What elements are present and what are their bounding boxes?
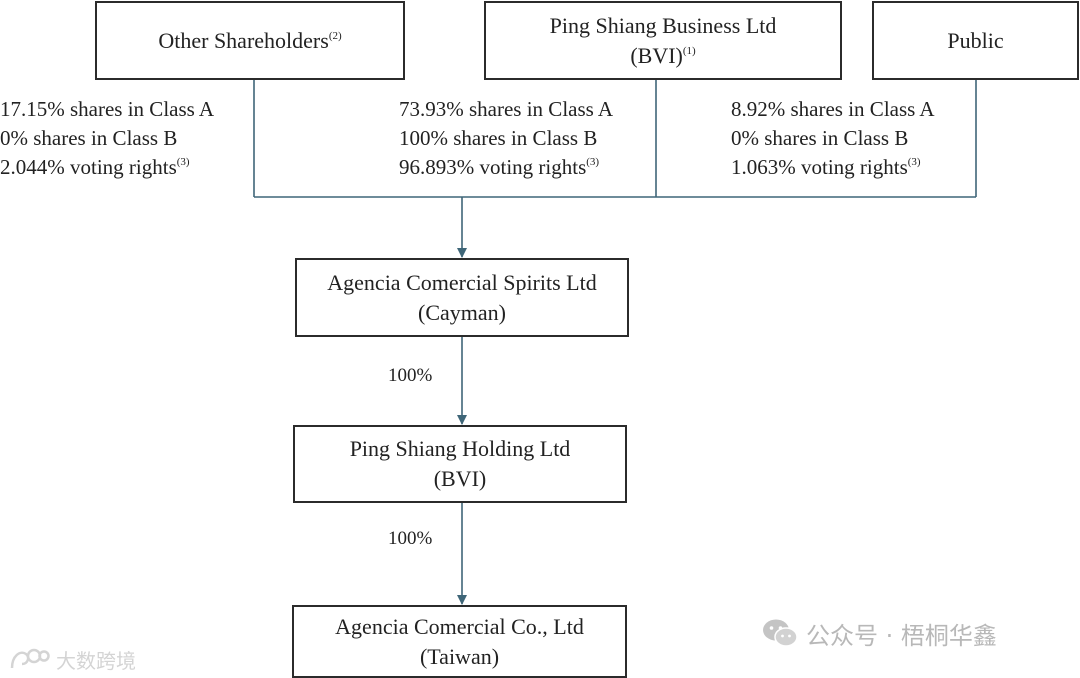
public-box: Public (872, 1, 1079, 80)
ownership-percent-holding: 100% (388, 365, 433, 386)
footnote-ref: (2) (328, 29, 342, 42)
ping-shiang-business-title: Ping Shiang Business Ltd (549, 12, 777, 38)
other-shareholders-holding: 17.15% shares in Class A 0% shares in Cl… (0, 95, 214, 182)
class-a-share: 17.15% shares in Class A (0, 97, 215, 121)
other-shareholders-box: Other Shareholders(2) (95, 1, 405, 80)
agencia-co-title: Agencia Comercial Co., Ltd (335, 613, 584, 639)
voting-rights: 1.063% voting rights(3) (731, 155, 921, 179)
ping-shiang-holding-title: Ping Shiang Holding Ltd (349, 436, 571, 461)
voting-rights: 96.893% voting rights(3) (399, 155, 600, 179)
wechat-watermark: 公众号 · 梧桐华鑫 (762, 616, 997, 650)
class-b-share: 100% shares in Class B (399, 126, 598, 150)
wechat-icon (763, 619, 798, 647)
ping-shiang-business-holding: 73.93% shares in Class A 100% shares in … (399, 95, 613, 182)
agencia-co-box: Agencia Comercial Co., Ltd (Taiwan) (292, 605, 627, 678)
other-shareholders-title: Other Shareholders(2) (158, 27, 342, 53)
ownership-percent-co: 100% (388, 528, 433, 549)
ping-shiang-business-jurisdiction: (BVI)(1) (630, 42, 696, 68)
agencia-spirits-box: Agencia Comercial Spirits Ltd (Cayman) (295, 258, 629, 337)
footnote-ref: (3) (176, 156, 190, 168)
ping-shiang-holding-jurisdiction: (BVI) (433, 466, 487, 491)
ping-shiang-business-box: Ping Shiang Business Ltd (BVI)(1) (484, 1, 842, 80)
class-b-share: 0% shares in Class B (0, 126, 178, 150)
voting-rights: 2.044% voting rights(3) (0, 155, 190, 179)
public-title: Public (947, 27, 1004, 53)
class-b-share: 0% shares in Class B (731, 126, 909, 150)
logo-icon (10, 648, 50, 669)
footnote-ref: (3) (907, 156, 921, 168)
agencia-spirits-title: Agencia Comercial Spirits Ltd (327, 269, 597, 295)
brand-watermark-text: 大数跨境 (56, 648, 136, 673)
brand-watermark: 大数跨境 (8, 644, 136, 674)
public-holding: 8.92% shares in Class A 0% shares in Cla… (731, 95, 935, 182)
footnote-ref: (1) (682, 44, 696, 57)
ping-shiang-holding-box: Ping Shiang Holding Ltd (BVI) (293, 425, 627, 503)
class-a-share: 73.93% shares in Class A (399, 97, 614, 121)
wechat-watermark-text: 公众号 · 梧桐华鑫 (806, 621, 997, 650)
agencia-spirits-jurisdiction: (Cayman) (418, 299, 506, 325)
agencia-co-jurisdiction: (Taiwan) (419, 643, 500, 669)
footnote-ref: (3) (586, 156, 600, 168)
class-a-share: 8.92% shares in Class A (731, 97, 935, 121)
